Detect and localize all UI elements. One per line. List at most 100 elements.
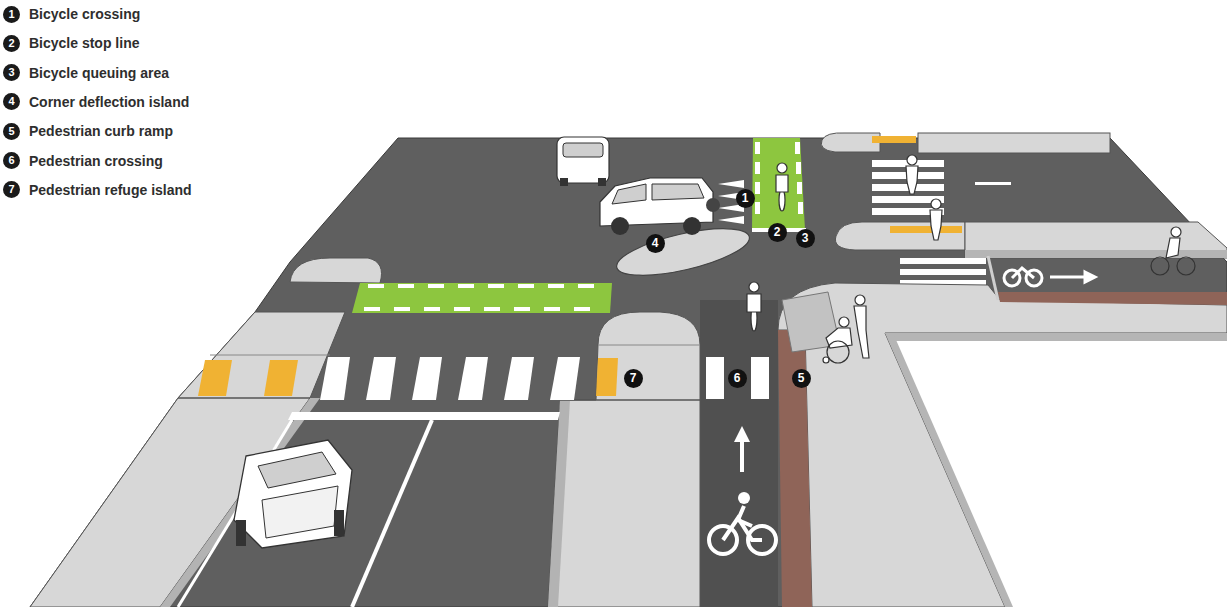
bike-lane-symbol <box>738 492 750 504</box>
lane-markings <box>352 420 432 607</box>
cyclist <box>747 294 761 312</box>
cyclist <box>747 282 761 331</box>
east-islands <box>918 133 1110 153</box>
bicycle-crossing <box>755 182 760 194</box>
suv <box>612 184 646 204</box>
east-islands <box>835 222 965 250</box>
bicycle-crossing <box>548 284 564 288</box>
bicycle-crossing <box>798 202 803 214</box>
right-sidewalk <box>988 256 998 300</box>
pedestrian <box>855 295 865 305</box>
bicycle-crossing <box>454 307 470 311</box>
crosswalk-stripes <box>458 357 488 400</box>
median-island <box>596 358 618 396</box>
bike-lane-symbol <box>738 506 752 526</box>
bicycle-crossing <box>352 138 806 313</box>
legend-number: 2 <box>3 35 20 52</box>
roadway <box>700 300 778 607</box>
legend-item: 3Bicycle queuing area <box>3 63 169 83</box>
lane-markings <box>975 182 1011 185</box>
left-sidewalk <box>264 360 298 396</box>
right-sidewalk <box>778 330 812 607</box>
car <box>262 486 338 538</box>
bicycle-crossing <box>796 162 801 174</box>
bike-lane-symbol <box>709 426 776 554</box>
crosswalk-stripes <box>412 357 442 400</box>
legend-number: 7 <box>3 181 20 198</box>
bike-lane-symbol <box>740 440 744 472</box>
suv <box>706 198 720 212</box>
car <box>560 178 568 186</box>
callout-number: 7 <box>624 369 643 388</box>
legend-item: 2 Bicycle stop line <box>3 33 139 53</box>
bike-lane-symbol <box>1085 272 1095 282</box>
cyclist <box>1151 227 1195 275</box>
bicycle-crossing <box>488 284 504 288</box>
median-island <box>548 312 700 607</box>
legend-text: Corner deflection island <box>29 94 189 110</box>
legend-text: Bicycle crossing <box>29 6 140 22</box>
car <box>258 452 336 488</box>
bicycle-crossing <box>755 202 760 214</box>
yield-markings <box>718 180 744 188</box>
bicycle-crossing <box>544 307 560 311</box>
bike-lane-symbol <box>1004 268 1095 286</box>
bike-lane-symbol <box>734 426 750 442</box>
cyclist <box>1177 257 1195 275</box>
legend-text: Bicycle queuing area <box>29 65 169 81</box>
legend-text: Pedestrian crossing <box>29 153 163 169</box>
right-sidewalk <box>998 292 1227 305</box>
pedestrian <box>931 199 941 209</box>
car <box>234 440 352 548</box>
legend-text: Bicycle stop line <box>29 35 139 51</box>
left-sidewalk <box>210 355 330 356</box>
right-sidewalk <box>885 333 1227 341</box>
wheelchair-user <box>823 357 829 363</box>
bicycle-crossing <box>398 284 414 288</box>
callout-number: 2 <box>768 223 787 242</box>
pedestrian <box>854 306 869 358</box>
bicycle-crossing <box>428 284 444 288</box>
yield-markings <box>718 216 744 224</box>
bicycle-crossing <box>755 162 760 174</box>
lane-markings <box>288 412 560 420</box>
legend-number: 6 <box>3 152 20 169</box>
suv <box>652 184 704 200</box>
east-islands <box>965 222 1227 258</box>
right-sidewalk <box>885 333 1013 607</box>
car <box>234 440 352 548</box>
wheelchair-user <box>823 317 852 363</box>
legend-number: 5 <box>3 123 20 140</box>
legend-item: 1Bicycle crossing <box>3 4 140 24</box>
car <box>334 510 344 536</box>
roadway <box>30 138 1227 607</box>
crosswalk-stripes <box>900 258 986 264</box>
bicycle-crossing <box>755 142 760 154</box>
cyclist <box>1151 257 1169 275</box>
cyclist <box>1171 227 1181 237</box>
legend-number: 4 <box>3 93 20 110</box>
bicycle-crossing <box>424 307 440 311</box>
crosswalk-stripes <box>751 357 769 399</box>
bicycle-crossing <box>574 307 590 311</box>
east-islands <box>821 133 1227 258</box>
car <box>563 143 603 157</box>
callout-number: 1 <box>736 189 755 208</box>
pedestrian <box>907 155 917 165</box>
crosswalk-stripes <box>900 269 986 275</box>
car <box>557 137 609 186</box>
left-sidewalk <box>198 360 232 396</box>
crosswalk-stripes <box>504 357 534 400</box>
bike-lane-symbol <box>1050 276 1085 279</box>
bicycle-crossing <box>484 307 500 311</box>
bicycle-crossing <box>797 182 802 194</box>
crosswalk-stripes <box>320 357 769 400</box>
east-islands <box>890 226 962 233</box>
left-sidewalk <box>290 258 382 283</box>
wheelchair-user <box>839 317 849 327</box>
bicycle-crossing <box>514 307 530 311</box>
car <box>598 178 606 186</box>
legend-text: Pedestrian curb ramp <box>29 123 173 139</box>
bike-lane-symbol <box>1012 268 1034 278</box>
